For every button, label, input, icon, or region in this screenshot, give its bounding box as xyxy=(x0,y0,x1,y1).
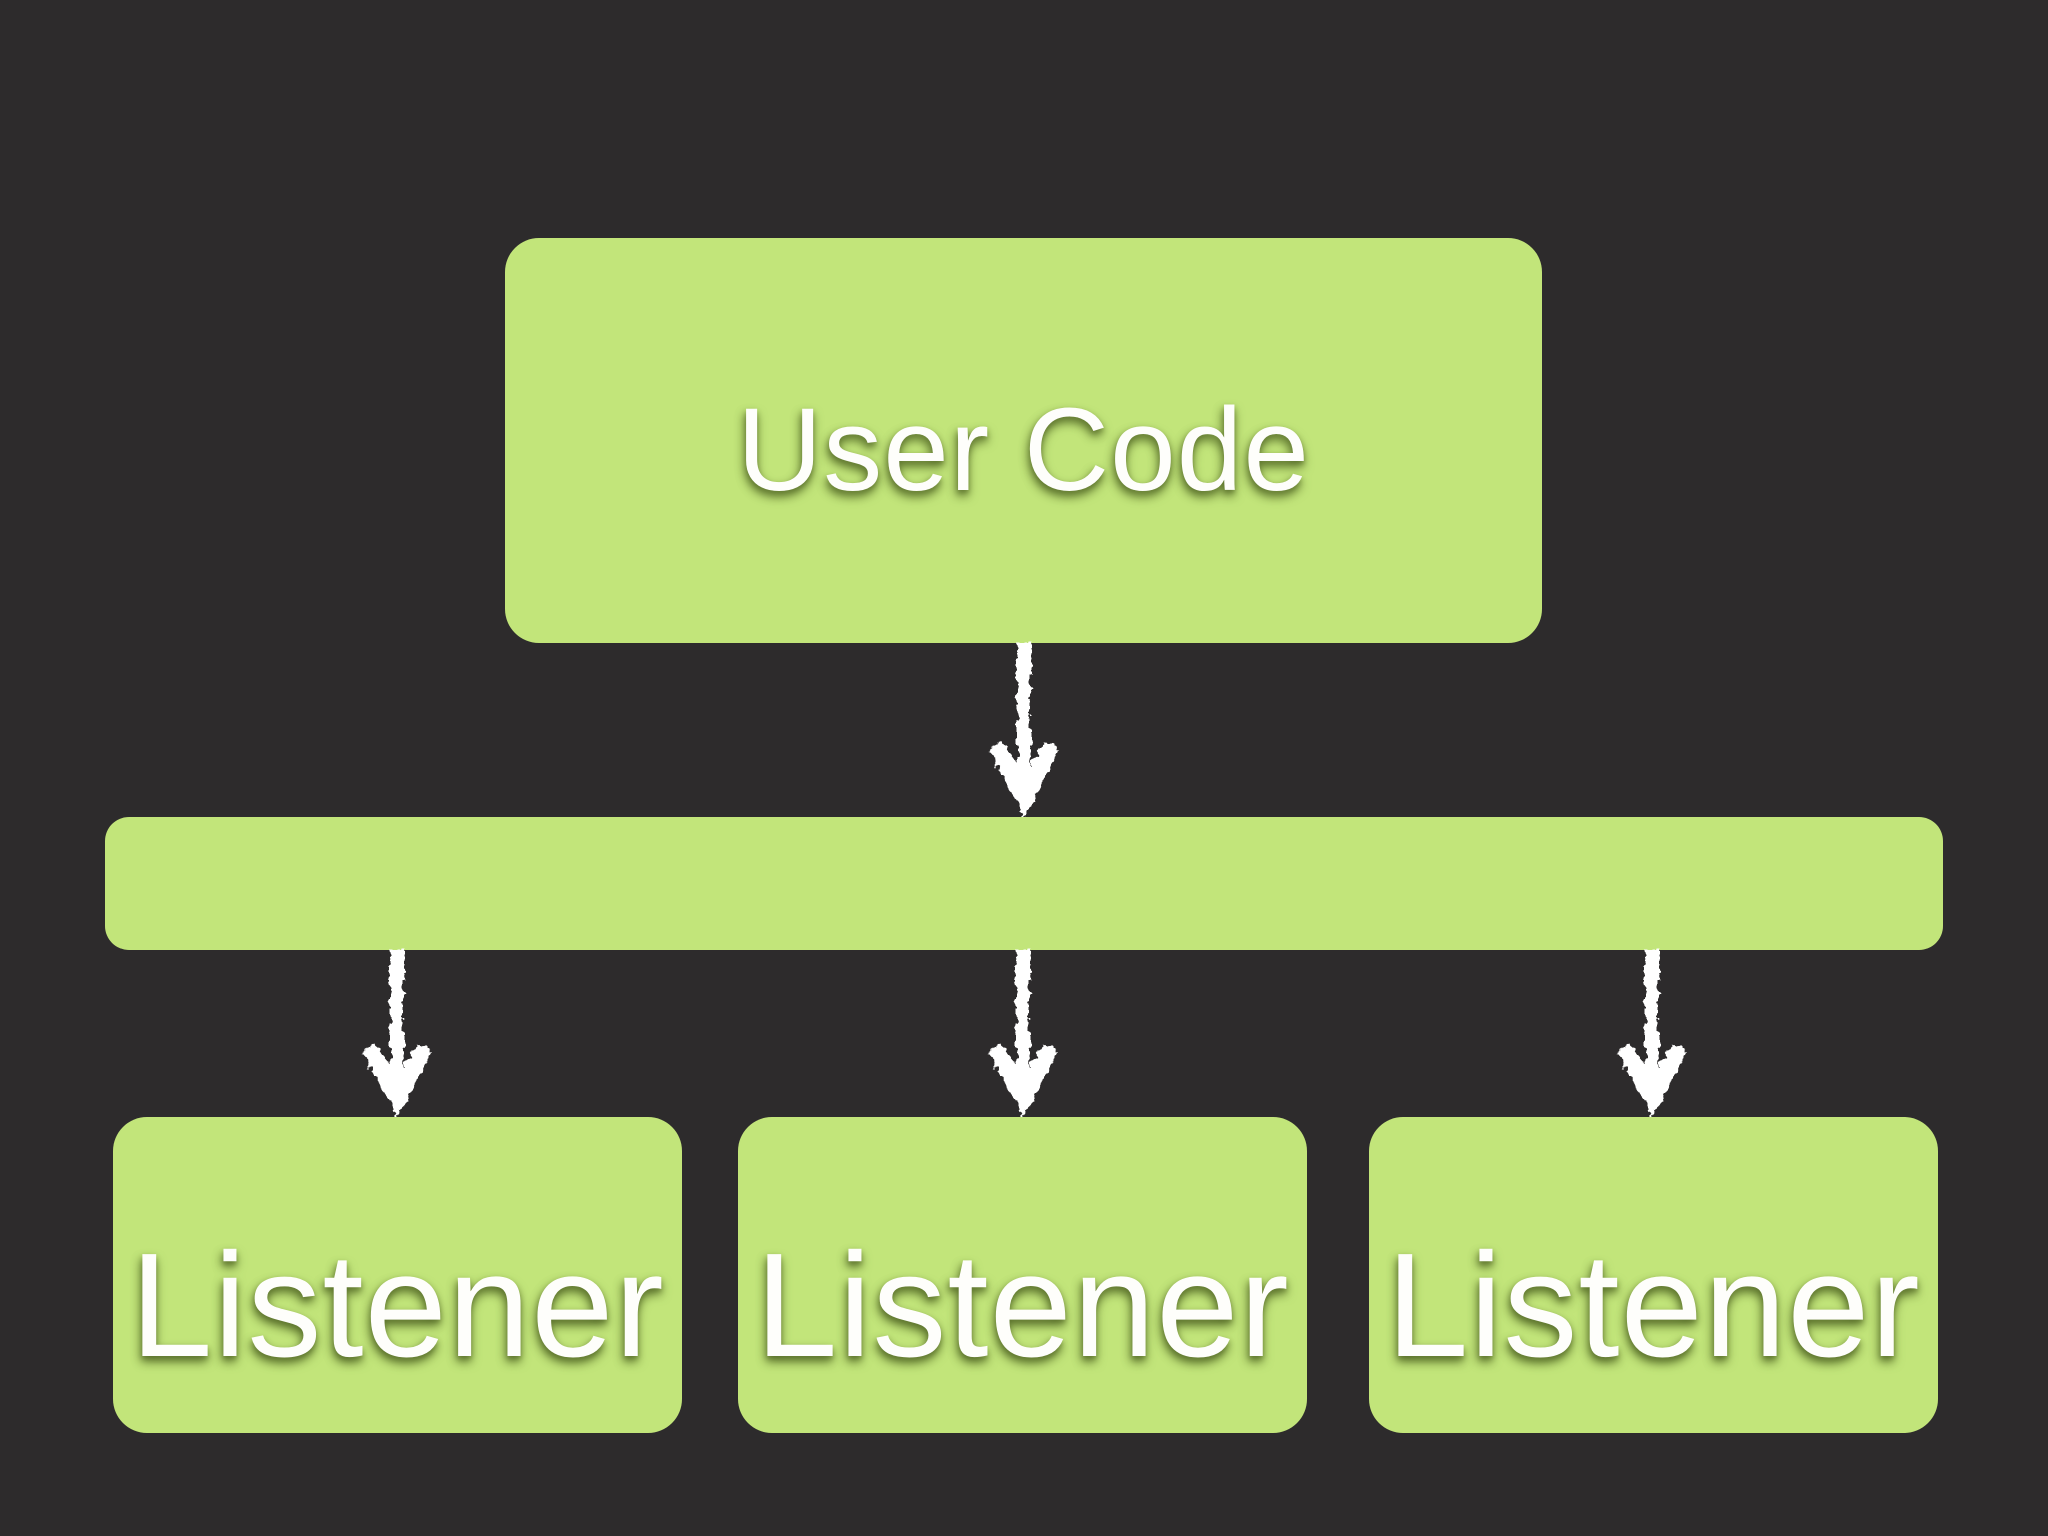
node-user-code: User Code xyxy=(505,238,1542,643)
node-user-code-label: User Code xyxy=(736,383,1310,516)
node-listener-2-label: Listener xyxy=(755,1223,1290,1388)
node-listener-3-label: Listener xyxy=(1386,1223,1921,1388)
down-arrow-icon xyxy=(988,950,1058,1117)
node-listener-2: Listener xyxy=(738,1117,1307,1433)
node-bus-bar xyxy=(105,817,1943,950)
down-arrow-icon xyxy=(1617,950,1687,1117)
node-listener-1-label: Listener xyxy=(130,1223,665,1388)
node-listener-3: Listener xyxy=(1369,1117,1938,1433)
down-arrow-icon xyxy=(989,643,1059,818)
down-arrow-icon xyxy=(362,950,432,1117)
node-listener-1: Listener xyxy=(113,1117,682,1433)
